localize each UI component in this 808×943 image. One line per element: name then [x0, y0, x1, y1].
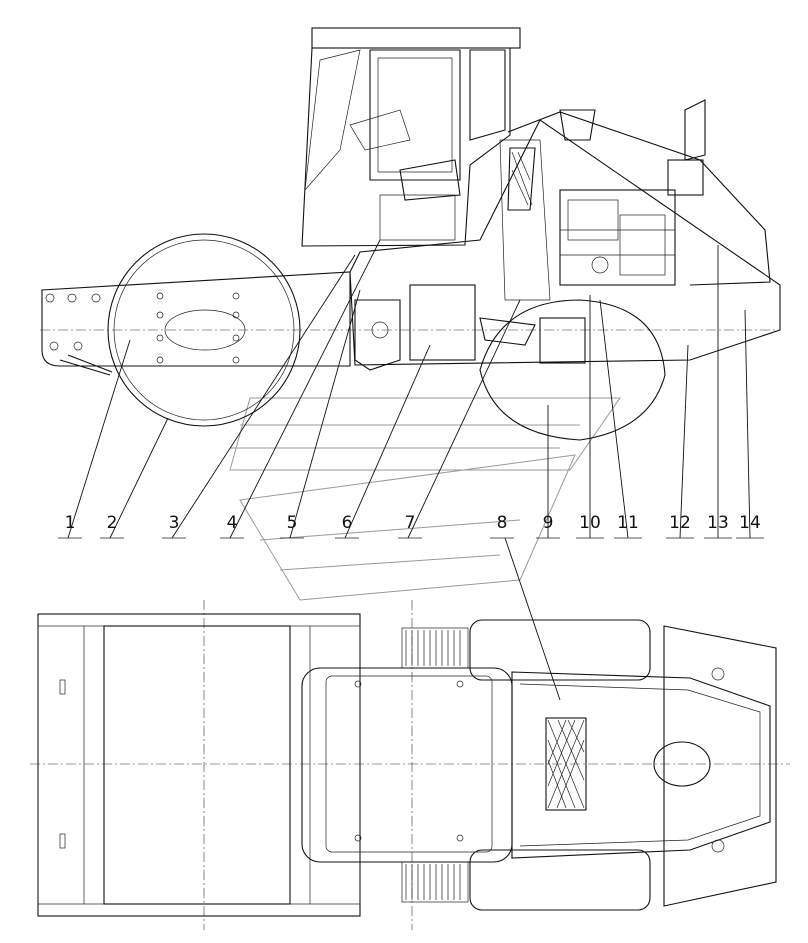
- callout-14: 14: [739, 513, 761, 533]
- top-view: [30, 600, 790, 930]
- top-rear-tire-upper: [469, 619, 651, 681]
- cab: [301, 47, 511, 247]
- top-drum-frame: [37, 613, 361, 917]
- callout-11: 11: [617, 513, 639, 533]
- callout-3: 3: [169, 513, 180, 533]
- engine: [559, 189, 676, 286]
- callout-2: 2: [107, 513, 118, 533]
- callout-10: 10: [579, 513, 601, 533]
- rear-wheel: [479, 299, 666, 441]
- top-hood: [511, 671, 771, 859]
- leader-lines: [67, 239, 751, 701]
- callout-5: 5: [287, 513, 298, 533]
- callout-12: 12: [669, 513, 691, 533]
- top-rear-flap: [663, 625, 777, 907]
- rear-frame: [349, 119, 781, 366]
- callout-8: 8: [497, 513, 508, 533]
- callout-6: 6: [342, 513, 353, 533]
- side-view: [40, 27, 781, 441]
- front-frame: [41, 271, 351, 367]
- callout-7: 7: [405, 513, 416, 533]
- grille: [507, 147, 536, 211]
- callout-9: 9: [543, 513, 554, 533]
- watermark-logo: [229, 397, 621, 601]
- engine-hood: [507, 111, 771, 286]
- callout-1: 1: [65, 513, 76, 533]
- top-cab: [301, 667, 513, 863]
- callout-13: 13: [707, 513, 729, 533]
- top-rear-tire-lower: [469, 849, 651, 911]
- callout-4: 4: [227, 513, 238, 533]
- callout-labels: 1 2 3 4 5 6 7 8 9 10 11 12 13 14: [65, 513, 761, 533]
- top-grille: [545, 717, 587, 811]
